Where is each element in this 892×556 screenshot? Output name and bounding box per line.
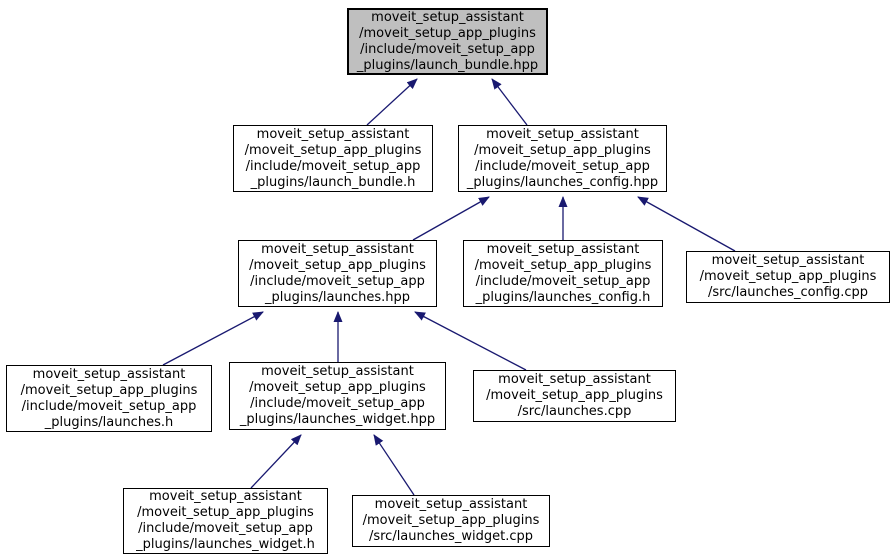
node-launch-bundle-h[interactable]: moveit_setup_assistant /moveit_setup_app… [233, 125, 433, 192]
node-launches-hpp[interactable]: moveit_setup_assistant /moveit_setup_app… [238, 240, 437, 307]
edge-launches_widget_h-to-launches_widget_hpp [250, 434, 302, 489]
node-launches-config-h[interactable]: moveit_setup_assistant /moveit_setup_app… [463, 240, 663, 307]
edge-launch_bundle_h-to-launch_bundle_hpp [366, 78, 418, 126]
node-launches-widget-hpp[interactable]: moveit_setup_assistant /moveit_setup_app… [229, 362, 446, 430]
edge-launches_config_cpp-to-launches_config_hpp [637, 196, 736, 252]
edge-launches_widget_cpp-to-launches_widget_hpp [373, 434, 415, 496]
node-launches-widget-cpp[interactable]: moveit_setup_assistant /moveit_setup_app… [352, 495, 550, 547]
node-launch-bundle-hpp[interactable]: moveit_setup_assistant /moveit_setup_app… [347, 8, 548, 75]
edge-launches_hpp-to-launches_config_hpp [412, 196, 490, 241]
node-launches-config-hpp[interactable]: moveit_setup_assistant /moveit_setup_app… [458, 125, 667, 192]
node-launches-cpp[interactable]: moveit_setup_assistant /moveit_setup_app… [473, 370, 676, 422]
edge-launches_cpp-to-launches_hpp [414, 311, 527, 371]
edge-launches_config_hpp-to-launch_bundle_hpp [491, 78, 528, 126]
node-launches-widget-h[interactable]: moveit_setup_assistant /moveit_setup_app… [123, 488, 328, 554]
node-launches-config-cpp[interactable]: moveit_setup_assistant /moveit_setup_app… [686, 251, 890, 303]
node-launches-h[interactable]: moveit_setup_assistant /moveit_setup_app… [6, 365, 212, 432]
edge-launches_h-to-launches_hpp [162, 311, 264, 366]
